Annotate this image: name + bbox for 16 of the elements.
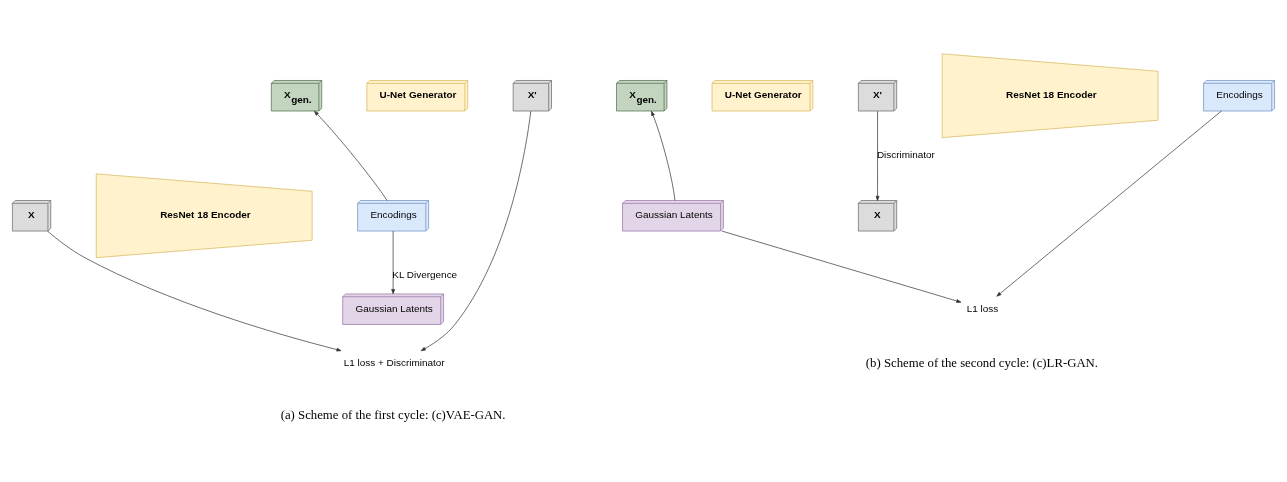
arrow [420,110,532,352]
node-text: L1 loss [966,302,999,314]
arrow [996,110,1222,297]
arrow [47,230,342,352]
node-text: L1 loss + Discriminator [343,357,445,369]
arrow [875,110,880,201]
arrow [651,110,676,201]
node-box: ResNet 18 Encoder [95,173,313,259]
label: (b) Scheme of the second cycle: (c)LR-GAN. [865,355,1099,370]
edge-label: Discriminator [876,149,935,161]
arrow [391,230,395,295]
label: (a) Scheme of the first cycle: (c)VAE-GAN. [280,407,506,422]
node-box: ResNet 18 Encoder [941,53,1159,138]
edge-label: KL Divergence [392,269,458,281]
arrow [314,110,388,201]
arrow [721,230,962,303]
